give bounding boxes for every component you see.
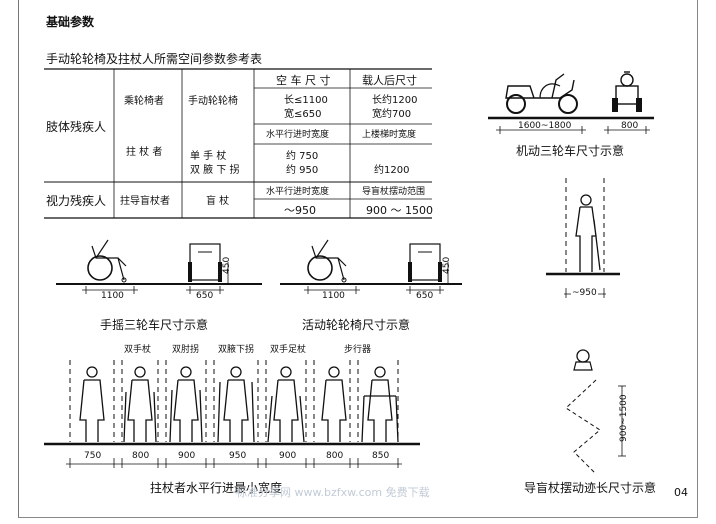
- blind-person-drawing: [565, 178, 605, 272]
- wheelchair-height-dimension: 450: [442, 256, 452, 274]
- hand-tricycle-drawing: [87, 239, 222, 283]
- cane-flat-value: ～950: [284, 204, 316, 217]
- crutch-dim-7: 850: [372, 451, 390, 461]
- crutch-users-dimension-line: [66, 458, 402, 468]
- row-crutch-user: 拄 杖 者: [126, 147, 163, 158]
- tricycle-length-dimension: 1600~1800: [518, 121, 572, 131]
- hand-tricycle-width-dimension: 650: [196, 291, 214, 301]
- crutch-double-value: 约 950: [286, 165, 319, 176]
- cane-swing-range-dimension: 900~1500: [619, 394, 629, 442]
- page-number: 04: [674, 486, 688, 499]
- crutch-dim-3: 900: [178, 451, 196, 461]
- wheelchair-empty-width: 宽≤650: [284, 109, 322, 120]
- cane-head-swing: 导盲杖摆动范围: [362, 187, 426, 197]
- section-title: 基础参数: [46, 15, 95, 29]
- label-double-cane: 双手杖: [124, 345, 152, 355]
- hand-tricycle-dimension-lines: [82, 262, 229, 294]
- crutch-head-flat: 水平行进时宽度: [266, 130, 330, 140]
- wheelchair-empty-length: 长≤1100: [284, 95, 328, 106]
- cane-swing-caption: 导盲杖摆动迹长尺寸示意: [524, 481, 657, 495]
- head-empty-size: 空 车 尺 寸: [276, 74, 331, 87]
- label-double-axillary-crutch: 双腋下拐: [218, 345, 255, 355]
- motor-tricycle-side-drawing: [505, 73, 578, 114]
- document-page: [18, 0, 698, 518]
- wheelchair-loaded-length: 长约1200: [372, 95, 418, 106]
- cane-type: 盲 杖: [206, 196, 230, 207]
- tricycle-dimension-lines: [496, 126, 650, 134]
- group-limb-disabled: 肢体残疾人: [46, 120, 107, 134]
- crutch-single: 单 手 杖: [190, 151, 227, 162]
- crutch-users-drawing: [69, 360, 399, 443]
- head-loaded-size: 载人后尺寸: [362, 74, 417, 87]
- wheelchair-type: 手动​轮轮椅: [188, 96, 238, 107]
- label-double-quad-cane: 双手足杖: [270, 345, 307, 355]
- group-visually-impaired: 视力残疾人: [46, 194, 107, 208]
- label-double-elbow-crutch: 双肘拐: [172, 345, 200, 355]
- crutch-dim-6: 800: [326, 451, 344, 461]
- wheelchair-loaded-width: 宽约700: [372, 109, 412, 120]
- crutch-single-value: 约 750: [286, 151, 319, 162]
- blind-person-width-dimension: ~950: [571, 288, 598, 298]
- row-wheelchair-user: 乘轮椅者: [124, 96, 164, 107]
- crutch-double-axillary: 双 腋 下 拐: [190, 165, 240, 176]
- wheelchair-dimension-lines: [304, 262, 449, 294]
- tricycle-caption: 机动三轮车尺寸示意: [516, 144, 625, 158]
- hand-tricycle-length-dimension: 1100: [101, 291, 124, 301]
- wheelchair-length-dimension: 1100: [322, 291, 345, 301]
- crutch-dim-1: 750: [84, 451, 102, 461]
- crutch-dim-5: 900: [279, 451, 297, 461]
- crutch-dim-2: 800: [132, 451, 150, 461]
- cane-head-flat: 水平行进时宽度: [266, 187, 330, 197]
- table-title: 手动​轮轮椅及拄杖人所需空间参数参考表: [46, 52, 263, 66]
- crutch-dim-4: 950: [229, 451, 247, 461]
- wheelchair-caption: 活动​轮轮椅尺寸示意: [302, 318, 411, 332]
- label-walker: 步行器: [344, 345, 372, 355]
- hand-tricycle-height-dimension: 450: [222, 256, 232, 274]
- row-cane-user: 拄导盲杖者: [120, 196, 170, 207]
- watermark: 标准分享网 www.bzfxw.com 免费下载: [236, 486, 430, 499]
- cane-swing-value: 900 ～ 1500: [366, 204, 433, 217]
- tricycle-width-dimension: 800: [621, 121, 639, 131]
- wheelchair-drawing: [307, 239, 442, 283]
- motor-tricycle-front-drawing: [612, 71, 642, 112]
- parameter-table-grid: [44, 68, 432, 219]
- cane-swing-drawing: [565, 349, 626, 475]
- wheelchair-width-dimension: 650: [416, 291, 434, 301]
- crutch-stairs-value: 约1200: [374, 165, 410, 176]
- crutch-users-caption: 拄杖者水平行进最小宽度: [150, 481, 283, 495]
- hand-tricycle-caption: 手摇三轮车尺寸示意: [100, 318, 209, 332]
- crutch-head-stairs: 上楼梯时宽度: [362, 130, 417, 140]
